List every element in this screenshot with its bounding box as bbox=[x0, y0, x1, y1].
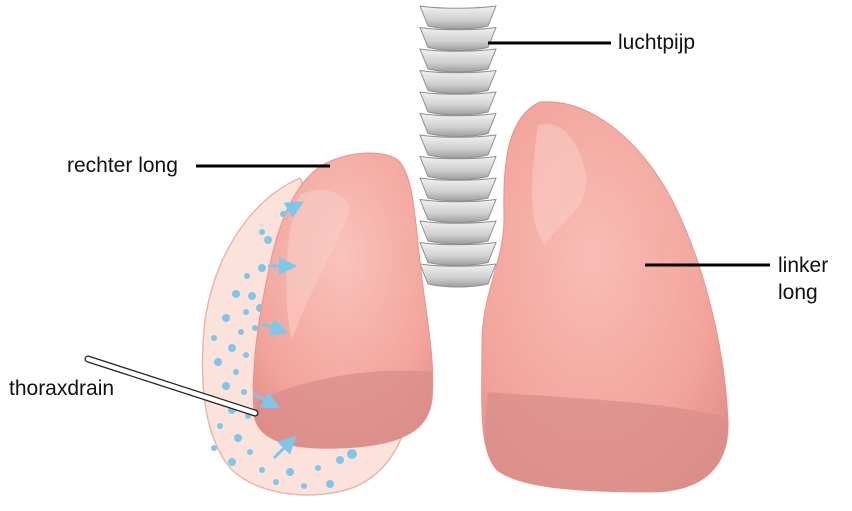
fluid-bubble bbox=[273, 479, 279, 485]
fluid-bubble bbox=[259, 229, 265, 235]
trachea-ring bbox=[420, 49, 496, 72]
fluid-bubble bbox=[214, 358, 222, 366]
trachea bbox=[420, 6, 496, 287]
trachea-ring bbox=[420, 264, 496, 287]
fluid-bubble bbox=[252, 325, 258, 331]
fluid-bubble bbox=[244, 273, 250, 279]
fluid-bubble bbox=[336, 456, 344, 464]
trachea-ring bbox=[420, 200, 496, 223]
fluid-bubble bbox=[259, 467, 265, 473]
trachea-ring bbox=[420, 114, 496, 137]
label-left-lung-line1: linker bbox=[778, 253, 828, 279]
fluid-bubble bbox=[264, 236, 272, 244]
fluid-bubble bbox=[233, 369, 239, 375]
fluid-bubble bbox=[247, 449, 253, 455]
fluid-bubble bbox=[243, 352, 249, 358]
fluid-bubble bbox=[238, 329, 244, 335]
trachea-ring bbox=[420, 6, 496, 29]
fluid-bubble bbox=[211, 335, 217, 341]
fluid-bubble bbox=[301, 483, 307, 489]
trachea-ring bbox=[420, 221, 496, 244]
fluid-bubble bbox=[232, 290, 240, 298]
fluid-bubble bbox=[228, 458, 236, 466]
fluid-bubble bbox=[347, 449, 357, 459]
fluid-bubble bbox=[222, 382, 230, 390]
fluid-bubble bbox=[315, 465, 321, 471]
fluid-bubble bbox=[217, 423, 223, 429]
trachea-ring bbox=[420, 71, 496, 94]
fluid-bubble bbox=[228, 344, 236, 352]
label-thorax-drain: thoraxdrain bbox=[9, 376, 114, 402]
fluid-bubble bbox=[326, 480, 334, 488]
fluid-bubble bbox=[222, 314, 230, 322]
trachea-ring bbox=[420, 92, 496, 115]
fluid-bubble bbox=[211, 445, 217, 451]
trachea-ring bbox=[420, 157, 496, 180]
left-lung bbox=[482, 102, 728, 492]
fluid-bubble bbox=[258, 264, 266, 272]
fluid-bubble bbox=[248, 292, 256, 300]
trachea-ring bbox=[420, 178, 496, 201]
fluid-bubble bbox=[241, 389, 247, 395]
trachea-ring bbox=[420, 28, 496, 51]
fluid-bubble bbox=[234, 434, 242, 442]
fluid-bubble bbox=[286, 468, 294, 476]
label-right-lung: rechter long bbox=[67, 153, 178, 179]
label-left-lung-line2: long bbox=[778, 280, 818, 306]
label-trachea: luchtpijp bbox=[618, 30, 695, 56]
trachea-ring bbox=[420, 135, 496, 158]
trachea-ring bbox=[420, 243, 496, 266]
fluid-bubble bbox=[243, 309, 249, 315]
